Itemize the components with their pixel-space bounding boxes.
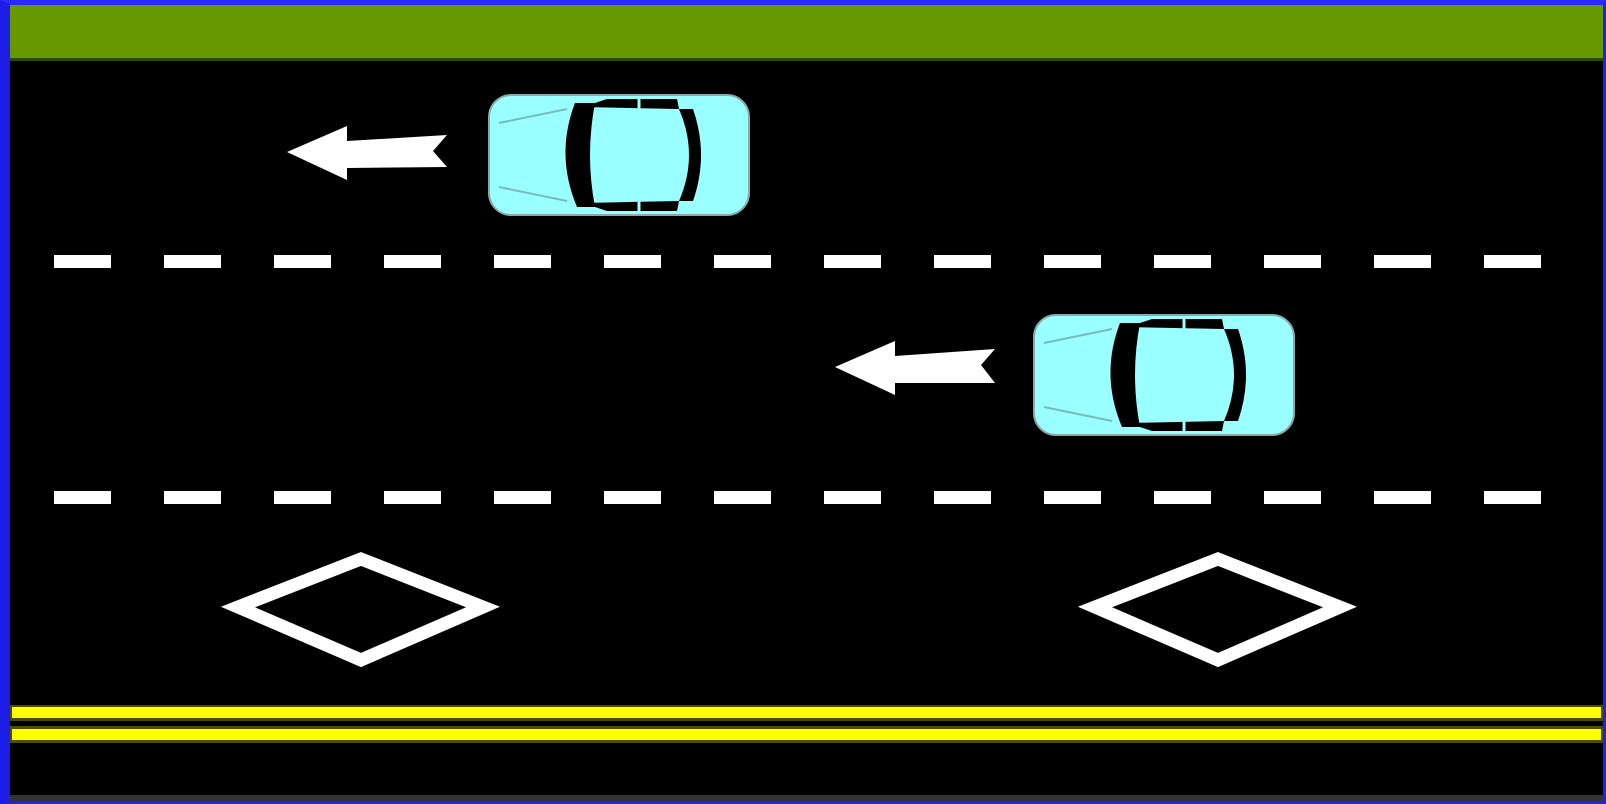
lane-divider-1-dash: [1374, 255, 1431, 268]
lane-divider-2-dash: [164, 491, 221, 504]
lane-divider-2-dash: [274, 491, 331, 504]
road-scene: [10, 5, 1603, 801]
lane-divider-1-dash: [824, 255, 881, 268]
road-bottom-edge: [10, 795, 1603, 801]
lane-divider-1-dash: [604, 255, 661, 268]
road-surface: [10, 61, 1603, 801]
grass-verge: [10, 5, 1603, 60]
lane-divider-1-dash: [1264, 255, 1321, 268]
lane-divider-1-dash: [1484, 255, 1541, 268]
lane-divider-2-dash: [494, 491, 551, 504]
lane-divider-2-dash: [1154, 491, 1211, 504]
lane-divider-2-dash: [604, 491, 661, 504]
car-top-view-icon: [1034, 315, 1294, 435]
car-top-view-icon: [489, 95, 749, 215]
lane-divider-2-dash: [934, 491, 991, 504]
lane-divider-1-dash: [494, 255, 551, 268]
lane-divider-1-dash: [714, 255, 771, 268]
lane-divider-1-dash: [164, 255, 221, 268]
lane-divider-2-dash: [714, 491, 771, 504]
lane-divider-2-dash: [1484, 491, 1541, 504]
lane-divider-1-dash: [1154, 255, 1211, 268]
lane-divider-2-dash: [1374, 491, 1431, 504]
lane-divider-2-dash: [1044, 491, 1101, 504]
lane-divider-2-dash: [824, 491, 881, 504]
lane-divider-2-dash: [1264, 491, 1321, 504]
lane-divider-1-dash: [384, 255, 441, 268]
lane-divider-1-dash: [934, 255, 991, 268]
lane-divider-2-dash: [384, 491, 441, 504]
lane-divider-1-dash: [1044, 255, 1101, 268]
lane-divider-1-dash: [54, 255, 111, 268]
lane-divider-2-dash: [54, 491, 111, 504]
lane-divider-1-dash: [274, 255, 331, 268]
grass-edge-shadow: [10, 58, 1603, 61]
